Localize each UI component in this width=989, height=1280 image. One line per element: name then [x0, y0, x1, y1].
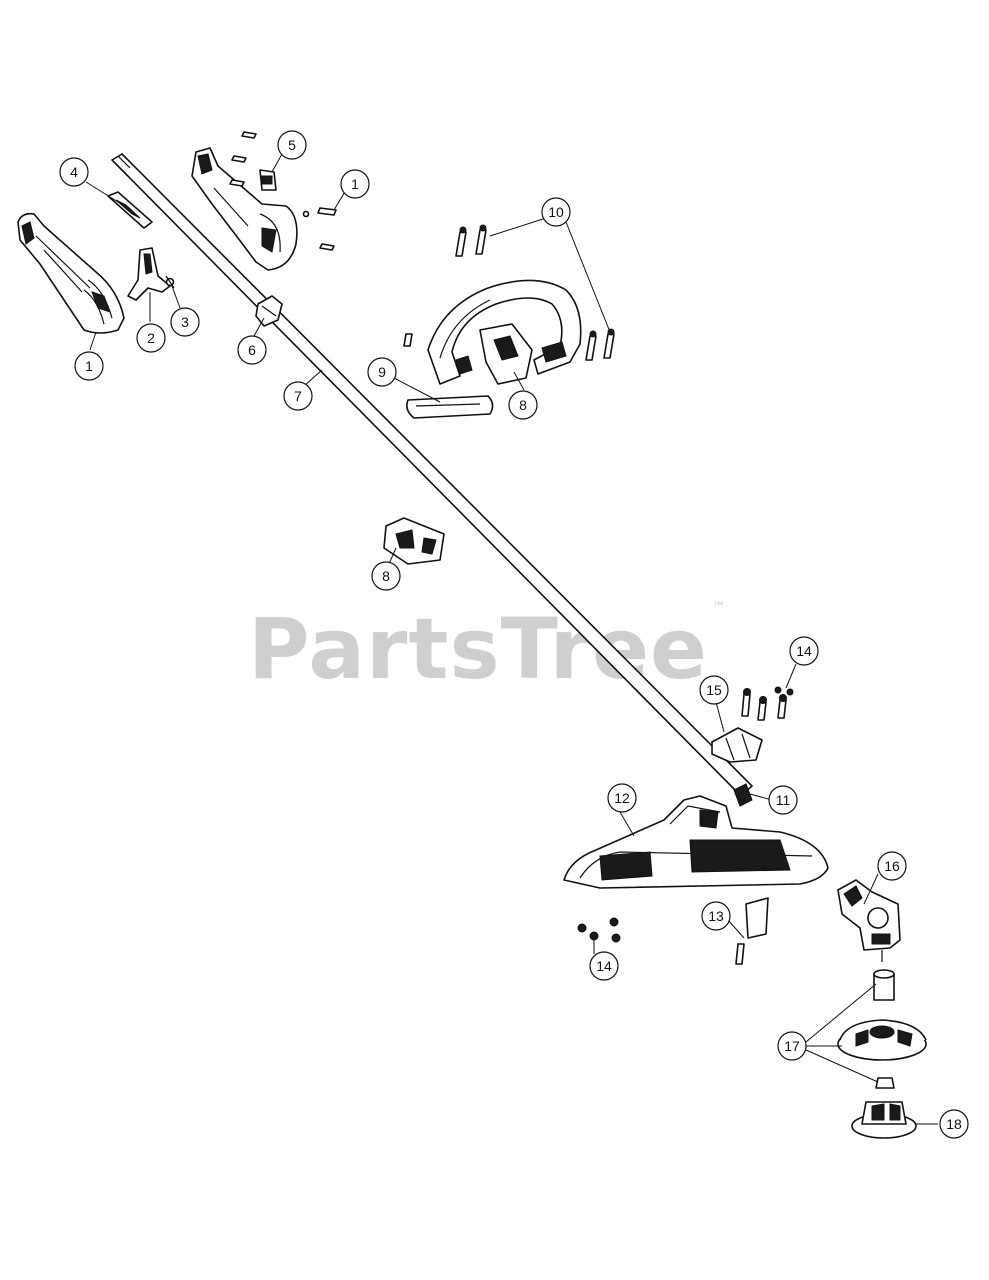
- watermark-trademark: ™: [712, 600, 726, 616]
- handle-screws: [229, 131, 337, 251]
- callout-label: 18: [946, 1116, 962, 1132]
- callout-label: 13: [708, 908, 724, 924]
- shaft-spring: [733, 783, 753, 807]
- assist-handle: [427, 279, 582, 385]
- callout-4: 4: [59, 157, 89, 187]
- spool-cap: [851, 1101, 917, 1139]
- callout-3: 3: [170, 307, 200, 337]
- callout-1-handle-left: 1: [74, 351, 104, 381]
- rear-handle-right: [191, 147, 298, 271]
- line-cutter: [735, 897, 769, 965]
- assist-handle-screws: [455, 224, 615, 361]
- callout-13: 13: [701, 901, 731, 931]
- callout-9: 9: [367, 357, 397, 387]
- guard-nuts: [577, 917, 621, 943]
- leader-lines: [85, 153, 938, 1125]
- shaft: [111, 153, 753, 797]
- callout-14-lower: 14: [589, 951, 619, 981]
- callout-label: 14: [596, 958, 612, 974]
- callout-label: 16: [884, 858, 900, 874]
- callout-label: 1: [85, 358, 93, 374]
- callout-7: 7: [283, 381, 313, 411]
- assist-handle-clamp: [479, 323, 533, 385]
- callout-label: 8: [519, 397, 527, 413]
- callout-label: 9: [378, 364, 386, 380]
- callout-label: 12: [614, 790, 630, 806]
- callout-label: 17: [784, 1038, 800, 1054]
- callout-label: 10: [548, 204, 564, 220]
- watermark: PartsTree ™: [248, 600, 726, 698]
- callout-label: 7: [294, 388, 302, 404]
- bracket-bolts: [741, 686, 794, 721]
- trigger: [127, 247, 171, 301]
- callout-10: 10: [541, 197, 571, 227]
- spool-assembly: [837, 969, 927, 1089]
- handle-grip: [403, 333, 494, 419]
- callout-2: 2: [136, 323, 166, 353]
- callout-label: 11: [776, 792, 791, 808]
- callout-label: 14: [796, 643, 812, 659]
- callout-1-handle-right: 1: [340, 169, 370, 199]
- callout-label: 15: [706, 682, 722, 698]
- callout-6: 6: [237, 335, 267, 365]
- callout-18: 18: [939, 1109, 969, 1139]
- callout-16: 16: [877, 851, 907, 881]
- callout-label: 4: [70, 164, 78, 180]
- callout-8-middle: 8: [371, 561, 401, 591]
- guard-bracket: [711, 727, 763, 763]
- callout-label: 3: [181, 314, 189, 330]
- callout-label: 6: [248, 342, 256, 358]
- callout-label: 1: [351, 176, 359, 192]
- gear-head: [837, 879, 901, 962]
- callout-5: 5: [277, 130, 307, 160]
- callout-11: 11: [768, 785, 798, 815]
- callout-label: 5: [288, 137, 296, 153]
- callout-12: 12: [607, 783, 637, 813]
- rear-handle-left: [17, 212, 125, 334]
- guard: [563, 795, 829, 889]
- trigger-rod: [107, 191, 153, 229]
- callout-label: 8: [382, 568, 390, 584]
- switch: [259, 169, 277, 191]
- shaft-clamp: [255, 295, 283, 327]
- mid-bracket: [383, 517, 445, 565]
- callout-17: 17: [777, 1031, 807, 1061]
- callout-15: 15: [699, 675, 729, 705]
- callout-label: 2: [147, 330, 155, 346]
- trigger-screw: [165, 275, 175, 289]
- callout-14-upper: 14: [789, 636, 819, 666]
- callout-8-upper: 8: [508, 390, 538, 420]
